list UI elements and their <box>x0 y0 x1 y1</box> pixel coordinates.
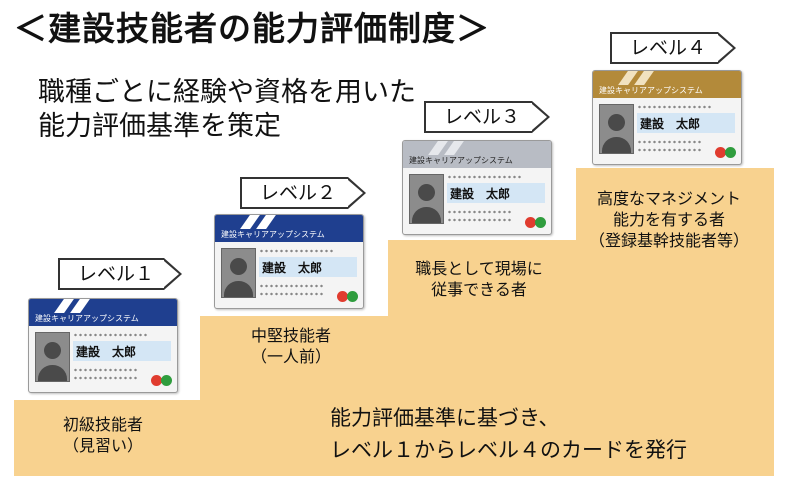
card-text-dots <box>73 375 137 381</box>
card-system-name: 建設キャリアアップシステム <box>409 156 513 165</box>
level-4-caption: 高度なマネジメント 能力を有する者 （登録基幹技能者等） <box>584 188 754 251</box>
card-text-dots <box>637 104 711 110</box>
level-3-card: 建設キャリアアップシステム 建設 太郎 <box>402 140 552 235</box>
level-4-tag: レベル４ <box>610 32 736 64</box>
level-2-card: 建設キャリアアップシステム 建設 太郎 <box>214 214 364 309</box>
card-logo-icon <box>715 147 737 159</box>
card-holder-name: 建設 太郎 <box>640 117 701 131</box>
card-text-dots <box>73 332 147 338</box>
level-4-card: 建設キャリアアップシステム 建設 太郎 <box>592 70 742 165</box>
level-4-caption-line-1: 高度なマネジメント <box>596 189 741 208</box>
stair-step-2 <box>200 316 774 400</box>
level-1-card: 建設キャリアアップシステム 建設 太郎 <box>28 298 178 393</box>
level-2-caption: 中堅技能者 （一人前） <box>236 325 346 367</box>
card-name-box: 建設 太郎 <box>73 341 171 361</box>
worker-photo-icon <box>221 248 256 298</box>
level-3-tag-label: レベル３ <box>444 106 521 128</box>
closing-line-2: レベル１からレベル４のカードを発行 <box>330 438 687 462</box>
level-1-caption: 初級技能者 （見習い） <box>48 414 158 456</box>
card-text-dots <box>637 139 701 145</box>
worker-photo-icon <box>409 174 444 224</box>
level-1-caption-line-1: 初級技能者 <box>62 415 143 434</box>
card-text-dots <box>259 248 333 254</box>
card-holder-name: 建設 太郎 <box>262 261 323 275</box>
card-text-dots <box>73 367 137 373</box>
card-text-dots <box>637 147 701 153</box>
level-4-tag-label: レベル４ <box>630 37 707 59</box>
description-line-2: 能力評価基準を策定 <box>38 111 281 142</box>
card-logo-icon <box>151 375 173 387</box>
level-1-tag-label: レベル１ <box>78 263 155 285</box>
card-text-dots <box>447 217 511 223</box>
level-2-tag-label: レベル２ <box>260 182 337 204</box>
description-line-1: 職種ごとに経験や資格を用いた <box>38 77 416 108</box>
card-header: 建設キャリアアップシステム <box>403 141 551 168</box>
card-text-dots <box>447 174 521 180</box>
card-name-box: 建設 太郎 <box>447 183 545 203</box>
card-holder-name: 建設 太郎 <box>76 345 137 359</box>
closing-line-1: 能力評価基準に基づき、 <box>330 406 560 430</box>
card-header: 建設キャリアアップシステム <box>215 215 363 242</box>
level-2-caption-line-1: 中堅技能者 <box>250 326 331 345</box>
level-1-tag: レベル１ <box>58 258 182 290</box>
card-text-dots <box>259 291 323 297</box>
card-name-box: 建設 太郎 <box>259 257 357 277</box>
card-text-dots <box>259 283 323 289</box>
worker-photo-icon <box>599 104 634 154</box>
stair-step-1 <box>14 400 774 476</box>
stair-step-4 <box>576 168 774 240</box>
level-1-caption-line-2: （見習い） <box>62 436 143 455</box>
card-header: 建設キャリアアップシステム <box>593 71 741 98</box>
card-name-box: 建設 太郎 <box>637 113 735 133</box>
level-2-tag: レベル２ <box>240 177 366 209</box>
level-4-caption-line-2: 能力を有する者 <box>612 210 725 229</box>
level-3-caption-line-1: 職長として現場に <box>415 259 543 278</box>
card-system-name: 建設キャリアアップシステム <box>221 230 325 239</box>
page-title: ＜建設技能者の能力評価制度＞ <box>14 9 490 48</box>
level-3-tag: レベル３ <box>424 101 550 133</box>
card-system-name: 建設キャリアアップシステム <box>599 86 703 95</box>
level-3-caption-line-2: 従事できる者 <box>431 280 527 299</box>
worker-photo-icon <box>35 332 70 382</box>
stair-step-3 <box>388 240 774 316</box>
level-3-caption: 職長として現場に 従事できる者 <box>404 258 554 300</box>
card-text-dots <box>447 209 511 215</box>
card-header: 建設キャリアアップシステム <box>29 299 177 326</box>
level-4-caption-line-3: （登録基幹技能者等） <box>588 231 749 250</box>
card-logo-icon <box>525 217 547 229</box>
level-2-caption-line-2: （一人前） <box>250 347 331 366</box>
card-holder-name: 建設 太郎 <box>450 187 511 201</box>
card-system-name: 建設キャリアアップシステム <box>35 314 139 323</box>
card-logo-icon <box>337 291 359 303</box>
